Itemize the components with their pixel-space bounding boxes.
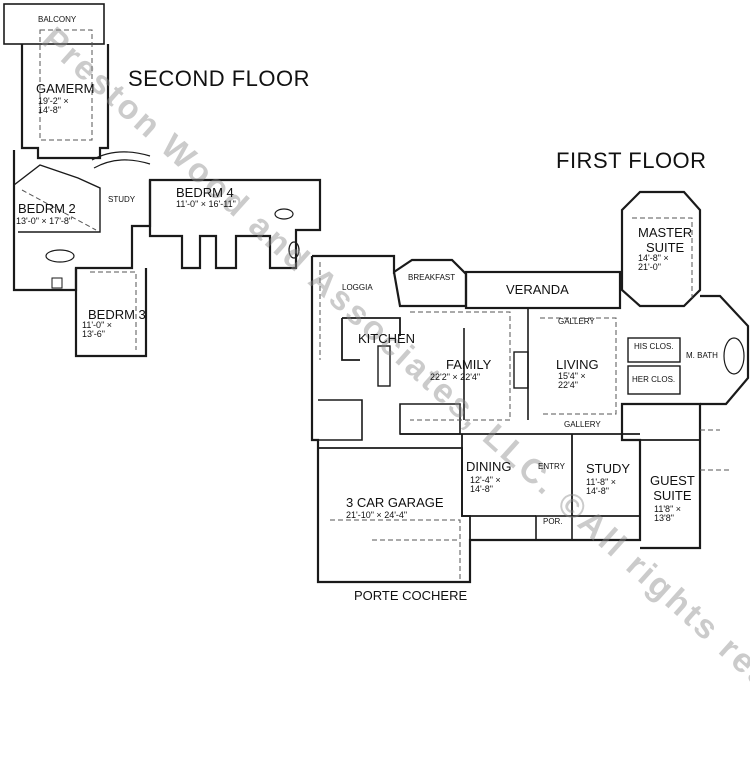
dining-dim: 12'-4" × 14'-8" [470, 475, 501, 495]
garage-walls [318, 447, 471, 540]
veranda-outline [464, 270, 622, 310]
his-closet [627, 337, 681, 363]
balcony-label: BALCONY [38, 15, 77, 24]
her-closet [627, 365, 681, 395]
garage-dim: 21'-10" × 24'-4" [346, 510, 408, 520]
stair-2f [91, 151, 151, 161]
master-suite-label: MASTER SUITE [638, 225, 693, 255]
study-label: STUDY [586, 461, 631, 476]
porte-cochere-label: PORTE COCHERE [354, 588, 468, 603]
veranda-label: VERANDA [506, 282, 569, 297]
master-bath-walls [700, 294, 750, 406]
first-floor-outer-walls [310, 256, 702, 584]
bedrm2-dim: 13'-0" × 17'-8" [16, 216, 73, 226]
family-dim: 22'2" × 22'4" [430, 372, 481, 382]
gallery-top-label: GALLERY [558, 317, 595, 326]
gamerm-walls [20, 44, 110, 160]
entry-label: ENTRY [538, 462, 565, 471]
living-label: LIVING [556, 357, 599, 372]
garage-label: 3 CAR GARAGE [346, 495, 444, 510]
floor-plan-drawing [3, 3, 750, 584]
breakfast-label: BREAKFAST [408, 273, 456, 282]
master-suite-walls [620, 190, 702, 308]
master-suite-dim: 14'-8" × 21'-0" [638, 253, 669, 273]
gallery-bottom-label: GALLERY [564, 420, 601, 429]
kitchen-label: KITCHEN [358, 331, 416, 346]
loggia-label: LOGGIA [342, 283, 373, 292]
balcony-outline [3, 3, 105, 45]
kitchen-walls [341, 317, 401, 361]
second-floor-title: SECOND FLOOR [128, 66, 311, 91]
family-label: FAMILY [446, 357, 492, 372]
study-2f-label: STUDY [108, 195, 136, 204]
master-bath-label: M. BATH [686, 351, 718, 360]
study-dim: 11'-8" × 14'-8" [586, 477, 617, 497]
gamerm-dim: 19'-2" × 14'-8" [38, 96, 69, 116]
living-dim: 15'4" × 22'4" [558, 371, 586, 391]
first-floor-title: FIRST FLOOR [556, 148, 707, 173]
bedrm4-dim: 11'-0" × 16'-11" [176, 199, 236, 209]
bedrm2-walls [12, 150, 152, 292]
bedrm4-walls [148, 178, 322, 270]
porch-outline [535, 515, 573, 541]
dining-label: DINING [466, 459, 512, 474]
breakfast-walls [312, 254, 468, 308]
bedrm2-label: BEDRM 2 [18, 201, 76, 216]
guest-suite-dim: 11'8" × 13'8" [654, 504, 682, 524]
bedrm3-walls [74, 268, 148, 358]
his-closet-label: HIS CLOS. [634, 342, 674, 351]
bedrm4-label: BEDRM 4 [176, 185, 234, 200]
porch-label: POR. [543, 517, 563, 526]
guest-suite-label: GUEST SUITE [650, 473, 695, 503]
bedrm3-dim: 11'-0" × 13'-6" [82, 320, 113, 340]
bedrm3-label: BEDRM 3 [88, 307, 146, 322]
stair-1f [399, 403, 461, 435]
gamerm-label: GAMERM [36, 81, 95, 96]
her-closet-label: HER CLOS. [632, 375, 676, 384]
